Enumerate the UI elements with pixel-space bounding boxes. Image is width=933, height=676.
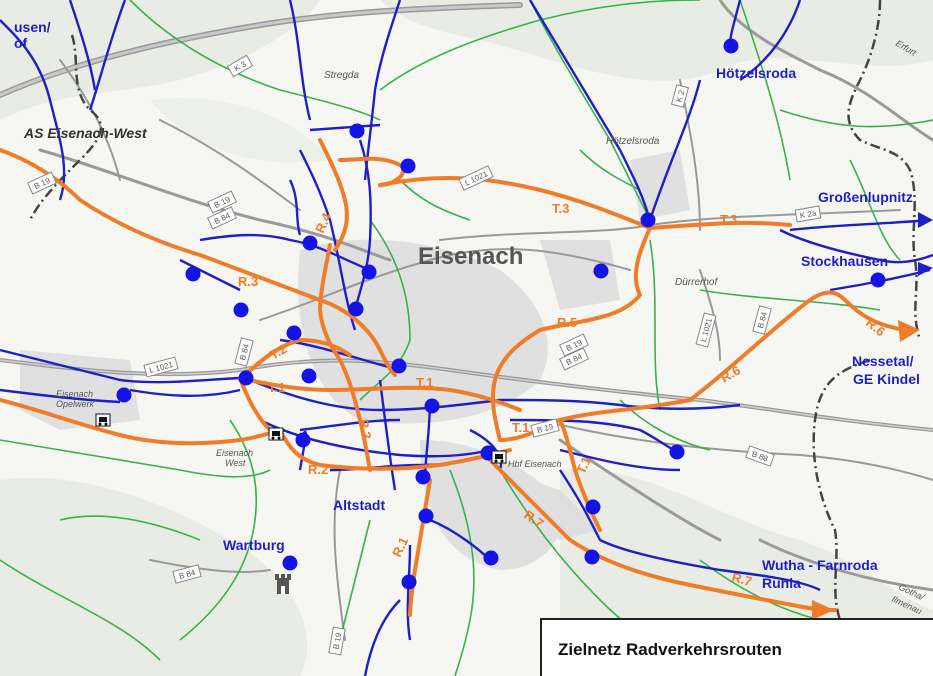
- route-label: R.7: [730, 569, 753, 589]
- route-label: T.1: [416, 375, 433, 390]
- route-labels: T.3 T.3 R.4 R.3 R.5 T.2 T.1 T.1 T.1 T.1 …: [238, 201, 888, 589]
- legend-box: Zielnetz Radverkehrsrouten: [540, 618, 933, 676]
- small-label: Eisenach: [216, 448, 253, 458]
- route-label: T.1: [573, 454, 594, 476]
- road-badge: L 1021: [143, 356, 179, 378]
- road-badge: B 19: [207, 190, 237, 214]
- castle-icon: [275, 574, 291, 594]
- city-label: Eisenach: [418, 243, 523, 270]
- poi-dot[interactable]: [301, 368, 317, 384]
- road-badge-text: K 2a: [799, 209, 817, 221]
- poi-dot[interactable]: [349, 123, 365, 139]
- map-title: Zielnetz Radverkehrsrouten: [558, 640, 782, 659]
- road-badge: B 84: [752, 305, 772, 335]
- small-label: West: [225, 458, 246, 468]
- place-label: Ruhla: [762, 575, 801, 591]
- place-label: Hötzelsroda: [716, 65, 796, 81]
- road-badge: B 84: [559, 347, 589, 371]
- poi-dot[interactable]: [400, 158, 416, 174]
- route-arrows: [812, 212, 933, 620]
- poi-dot[interactable]: [348, 301, 364, 317]
- place-label: Stockhausen: [801, 253, 888, 269]
- poi-dot[interactable]: [585, 499, 601, 515]
- road-badge: B 84: [234, 337, 254, 367]
- poi-dot[interactable]: [391, 358, 407, 374]
- place-label: Wartburg: [223, 537, 285, 553]
- poi-dot[interactable]: [483, 550, 499, 566]
- road-badge: K 2: [671, 84, 689, 108]
- poi-dot[interactable]: [415, 469, 431, 485]
- place-label: Nessetal/: [852, 353, 914, 369]
- poi-dot[interactable]: [424, 398, 440, 414]
- poi-dot[interactable]: [286, 325, 302, 341]
- road-badge-text: B 19: [536, 422, 555, 435]
- route-label: R.2: [308, 462, 328, 477]
- small-label: Dürrerhof: [675, 277, 718, 288]
- road-badge: K 3: [226, 54, 254, 78]
- poi-dot[interactable]: [185, 266, 201, 282]
- poi-dot[interactable]: [282, 555, 298, 571]
- road-badge-text: B 84: [238, 342, 251, 361]
- road-badges: K 3 B 19 B 19 B 84 L 1021 K 2 K 2a L 102…: [27, 54, 822, 656]
- poi-dot[interactable]: [295, 432, 311, 448]
- road-badge-text: B 84: [178, 568, 197, 581]
- place-label: Wutha - Farnroda: [762, 557, 878, 573]
- poi-dot[interactable]: [593, 263, 609, 279]
- road-badge: B 19: [328, 626, 346, 656]
- poi-dot[interactable]: [238, 370, 254, 386]
- route-label: R.3: [356, 418, 374, 441]
- road-badge: B 19: [530, 418, 560, 438]
- poi-dot[interactable]: [669, 444, 685, 460]
- poi-dot[interactable]: [640, 212, 656, 228]
- road-badge-text: B 19: [332, 632, 344, 650]
- place-label: AS Eisenach-West: [23, 125, 148, 141]
- poi-dot[interactable]: [418, 508, 434, 524]
- boundary-lines: [28, 0, 922, 621]
- small-label: Stregda: [324, 70, 359, 81]
- orange-routes: [0, 138, 907, 617]
- road-badge: B 19: [559, 333, 589, 357]
- poi-dot[interactable]: [584, 549, 600, 565]
- train-station-icon: [268, 427, 284, 441]
- poi-dot[interactable]: [723, 38, 739, 54]
- route-label: R.5: [557, 315, 577, 330]
- road-badge: L 1021: [695, 312, 717, 348]
- place-label: Altstadt: [333, 497, 385, 513]
- road-badge: B 19: [27, 171, 57, 195]
- road-badge: B 84: [172, 564, 202, 584]
- poi-dot[interactable]: [302, 235, 318, 251]
- place-label: Großenlupnitz: [818, 189, 913, 205]
- place-label: GE Kindel: [853, 371, 920, 387]
- road-badge-text: K 2: [675, 89, 687, 103]
- poi-dot[interactable]: [233, 302, 249, 318]
- poi-dot[interactable]: [870, 272, 886, 288]
- route-label: T.3: [552, 201, 569, 216]
- road-badge: K 2a: [794, 205, 822, 223]
- route-label: R.3: [238, 274, 258, 289]
- place-label: usen/: [14, 19, 51, 35]
- poi-dot[interactable]: [401, 574, 417, 590]
- small-label: Hbf Eisenach: [508, 459, 562, 469]
- builtup-areas: [20, 150, 690, 570]
- road-badge: B 88: [745, 445, 775, 467]
- train-station-icon: [491, 450, 507, 464]
- small-label: Opelwerk: [56, 399, 95, 409]
- road-badge: B 84: [207, 206, 237, 230]
- poi-dots: [116, 38, 886, 590]
- train-station-icon: [95, 413, 111, 427]
- poi-dot[interactable]: [361, 264, 377, 280]
- route-label: T.1: [512, 420, 529, 435]
- poi-dot[interactable]: [116, 387, 132, 403]
- road-badge-text: B 84: [756, 310, 769, 329]
- route-label: T.3: [720, 212, 737, 227]
- route-label: T.1: [268, 380, 285, 395]
- small-label: Eisenach: [56, 389, 93, 399]
- place-label: of: [14, 35, 28, 51]
- small-label: Hötzelsroda: [606, 136, 660, 147]
